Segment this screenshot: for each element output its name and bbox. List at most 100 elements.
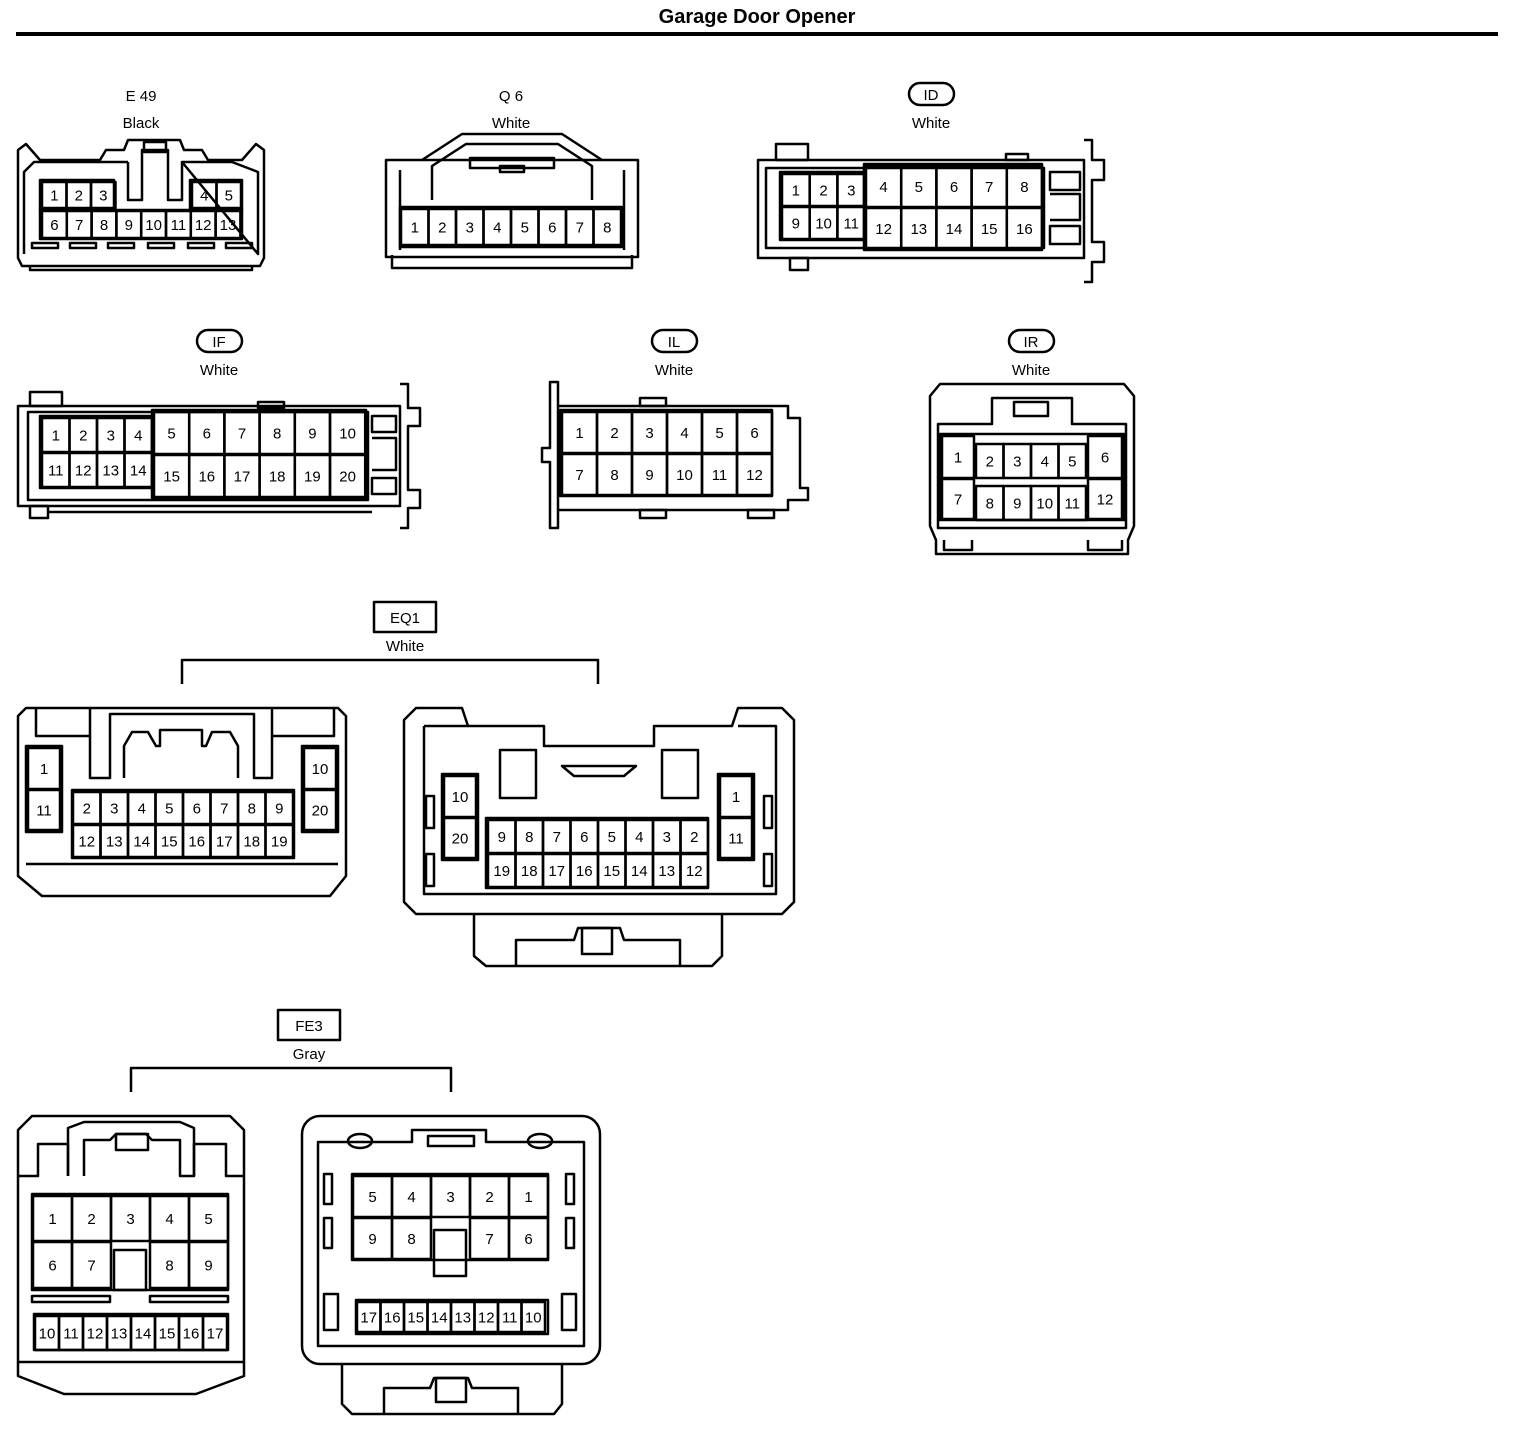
pin-label: 8 (610, 467, 618, 484)
connector-code: Q 6 (499, 88, 523, 105)
pin-label: 4 (134, 427, 142, 444)
pin-label: 2 (87, 1211, 95, 1228)
pin-label: 4 (635, 829, 643, 846)
pin-label: 7 (220, 800, 228, 817)
pin-label: 14 (135, 1325, 152, 1342)
pin-label: 17 (548, 863, 565, 880)
pin-label: 20 (312, 802, 329, 819)
pin-label: 5 (165, 800, 173, 817)
pin-label: 11 (712, 467, 728, 484)
pin-label: 5 (1068, 453, 1076, 470)
pin-label: 17 (234, 468, 251, 485)
pin-label: 4 (165, 1211, 173, 1228)
pin-cell (520, 1300, 547, 1334)
pin-label: 1 (52, 427, 60, 444)
pin-label: 4 (680, 425, 688, 442)
connector-color: White (1012, 362, 1050, 379)
connector-code-box (276, 1008, 342, 1042)
pin-label: 1 (40, 761, 48, 778)
pin-label: 8 (1020, 179, 1028, 196)
pin-label: 15 (603, 863, 620, 880)
pin-label: 2 (819, 182, 827, 199)
pin-label: 2 (83, 800, 91, 817)
pin-label: 7 (954, 491, 962, 508)
pin-label: 15 (981, 221, 998, 238)
pin-label: 8 (986, 495, 994, 512)
pin-label: 16 (576, 863, 593, 880)
pin-cell (89, 180, 117, 210)
pin-label: 12 (87, 1325, 104, 1342)
connector-code: ID (924, 87, 939, 104)
pair-bracket (129, 1066, 453, 1092)
pin-label: 4 (407, 1189, 415, 1206)
pin-label: 12 (195, 217, 212, 234)
pin-label: 5 (225, 187, 233, 204)
connector-color: White (492, 115, 530, 132)
pin-label: 15 (407, 1309, 424, 1326)
pin-label: 16 (198, 468, 215, 485)
pin-label: 14 (133, 833, 150, 850)
pin-label: 16 (1016, 221, 1033, 238)
pin-label: 3 (466, 219, 474, 236)
pin-label: 12 (875, 221, 892, 238)
pin-cell (679, 852, 710, 889)
pin-cell (442, 816, 478, 860)
connector-code-badge (907, 81, 956, 107)
pin-label: 3 (107, 427, 115, 444)
pin-label: 13 (111, 1325, 128, 1342)
pin-label: 2 (485, 1189, 493, 1206)
pin-label: 16 (183, 1325, 200, 1342)
pin-label: 10 (312, 761, 329, 778)
pin-label: 8 (100, 217, 108, 234)
pin-label: 9 (1013, 495, 1021, 512)
pin-label: 4 (1041, 453, 1049, 470)
pin-label: 1 (792, 182, 800, 199)
pin-cell (592, 207, 623, 247)
pin-label: 2 (79, 427, 87, 444)
pin-label: 12 (78, 833, 95, 850)
title-divider (16, 32, 1498, 36)
pin-label: 12 (75, 462, 92, 479)
pin-label: 11 (36, 802, 52, 819)
pair-bracket (180, 658, 600, 684)
pin-label: 1 (48, 1211, 56, 1228)
pin-label: 20 (452, 830, 469, 847)
pin-label: 1 (575, 425, 583, 442)
pin-cell (302, 788, 338, 832)
pin-cell (1057, 484, 1088, 522)
pin-label: 15 (163, 468, 180, 485)
pin-cell (507, 1216, 550, 1261)
pin-label: 8 (273, 425, 281, 442)
pin-label: 11 (502, 1309, 518, 1326)
pin-label: 9 (275, 800, 283, 817)
pin-label: 3 (645, 425, 653, 442)
pin-label: 19 (493, 863, 510, 880)
connector-code: FE3 (295, 1018, 323, 1035)
pin-label: 3 (663, 829, 671, 846)
pin-label: 8 (165, 1257, 173, 1274)
pin-label: 2 (986, 453, 994, 470)
pin-label: 5 (521, 219, 529, 236)
connector-color: Gray (293, 1046, 326, 1063)
pin-label: 9 (204, 1257, 212, 1274)
pin-label: 7 (553, 829, 561, 846)
pin-label: 5 (915, 179, 923, 196)
connector-color: White (386, 638, 424, 655)
pin-label: 18 (269, 468, 286, 485)
pin-label: 14 (431, 1309, 448, 1326)
pin-label: 6 (750, 425, 758, 442)
connector-fe3: FE3 Gray (16, 1008, 602, 1416)
pin-label: 4 (138, 800, 146, 817)
pin-label: 7 (985, 179, 993, 196)
pin-label: 2 (610, 425, 618, 442)
connector-code-box (372, 600, 438, 634)
pin-label: 17 (216, 833, 233, 850)
pin-cell (26, 788, 62, 832)
pin-label: 3 (126, 1211, 134, 1228)
pin-label: 6 (950, 179, 958, 196)
pin-label: 10 (452, 789, 469, 806)
pin-label: 4 (879, 179, 887, 196)
pin-label: 6 (1101, 449, 1109, 466)
pin-label: 11 (728, 830, 744, 847)
